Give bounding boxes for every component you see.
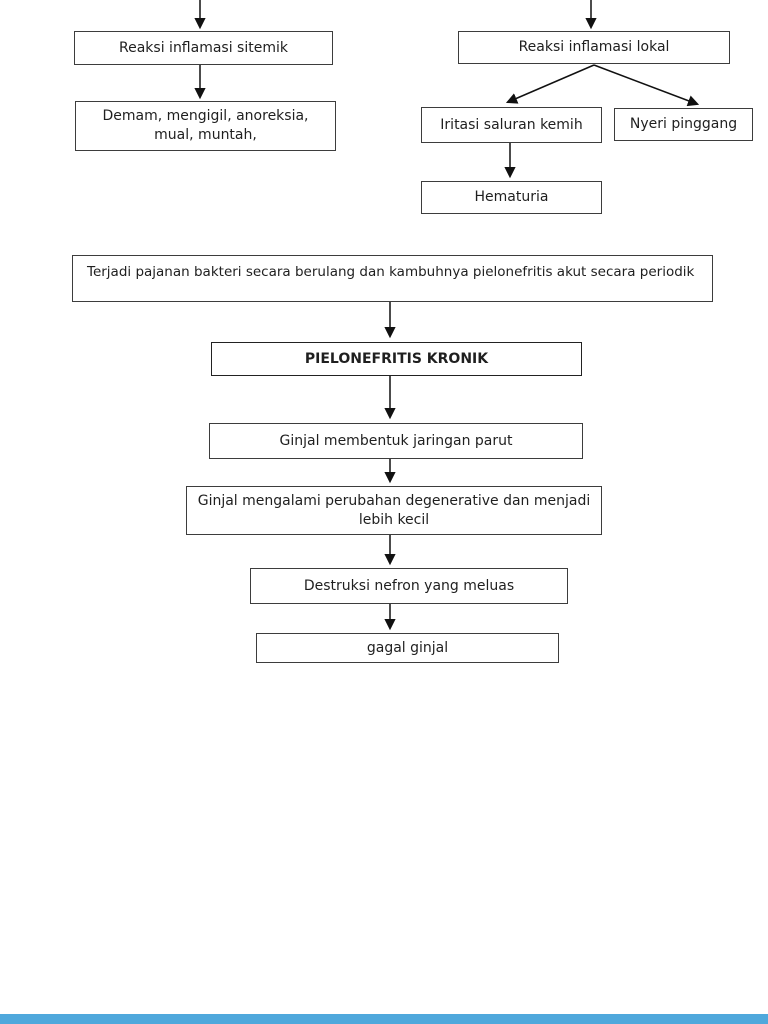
arrow-lokal-to-nyeri: [593, 64, 700, 107]
box-perubahan-degenerative: Ginjal mengalami perubahan degenerative …: [186, 486, 602, 535]
box-jaringan-parut-label: Ginjal membentuk jaringan parut: [279, 432, 513, 449]
box-pajanan-bakteri: Terjadi pajanan bakteri secara berulang …: [72, 255, 713, 302]
box-reaksi-inflamasi-sitemik-label: Reaksi inflamasi sitemik: [119, 39, 288, 56]
box-nyeri-pinggang: Nyeri pinggang: [614, 108, 753, 141]
box-nyeri-pinggang-label: Nyeri pinggang: [629, 116, 738, 133]
box-jaringan-parut: Ginjal membentuk jaringan parut: [209, 423, 583, 459]
box-pielonefritis-kronik-label: PIELONEFRITIS KRONIK: [304, 350, 489, 367]
footer-bar: [0, 1014, 768, 1024]
box-destruksi-nefron: Destruksi nefron yang meluas: [250, 568, 568, 604]
box-iritasi-saluran-kemih-label: Iritasi saluran kemih: [440, 116, 583, 133]
box-pielonefritis-kronik: PIELONEFRITIS KRONIK: [211, 342, 582, 376]
arrow-lokal-to-iritasi: [505, 64, 595, 104]
box-pajanan-bakteri-label: Terjadi pajanan bakteri secara berulang …: [87, 264, 695, 280]
box-gagal-ginjal-label: gagal ginjal: [366, 639, 449, 656]
box-demam-mengigil: Demam, mengigil, anoreksia, mual, muntah…: [75, 101, 336, 151]
box-reaksi-inflamasi-lokal: Reaksi inflamasi lokal: [458, 31, 730, 64]
box-perubahan-degenerative-label: Ginjal mengalami perubahan degenerative …: [197, 492, 591, 528]
box-destruksi-nefron-label: Destruksi nefron yang meluas: [303, 577, 515, 594]
box-reaksi-inflamasi-sitemik: Reaksi inflamasi sitemik: [74, 31, 333, 65]
box-gagal-ginjal: gagal ginjal: [256, 633, 559, 663]
box-hematuria: Hematuria: [421, 181, 602, 214]
box-iritasi-saluran-kemih: Iritasi saluran kemih: [421, 107, 602, 143]
box-demam-mengigil-label: Demam, mengigil, anoreksia, mual, muntah…: [102, 108, 309, 143]
box-hematuria-label: Hematuria: [474, 189, 549, 206]
box-reaksi-inflamasi-lokal-label: Reaksi inflamasi lokal: [518, 39, 670, 56]
